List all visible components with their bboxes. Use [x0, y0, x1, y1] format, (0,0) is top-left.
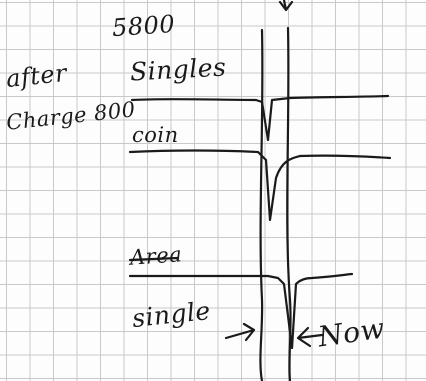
area-underline	[128, 256, 180, 262]
area-single-trace	[128, 272, 354, 350]
label-5800: 5800	[111, 9, 176, 43]
label-area: Area	[129, 242, 183, 270]
coin-trace	[128, 149, 392, 222]
top-arrow	[278, 0, 294, 12]
right-arrow	[296, 326, 324, 348]
vertical-line-right	[286, 26, 292, 381]
singles-trace	[130, 94, 390, 142]
vertical-line-left	[259, 28, 264, 381]
label-singles: Singles	[129, 52, 228, 87]
left-arrow	[224, 322, 256, 342]
label-coin: coin	[132, 123, 179, 147]
